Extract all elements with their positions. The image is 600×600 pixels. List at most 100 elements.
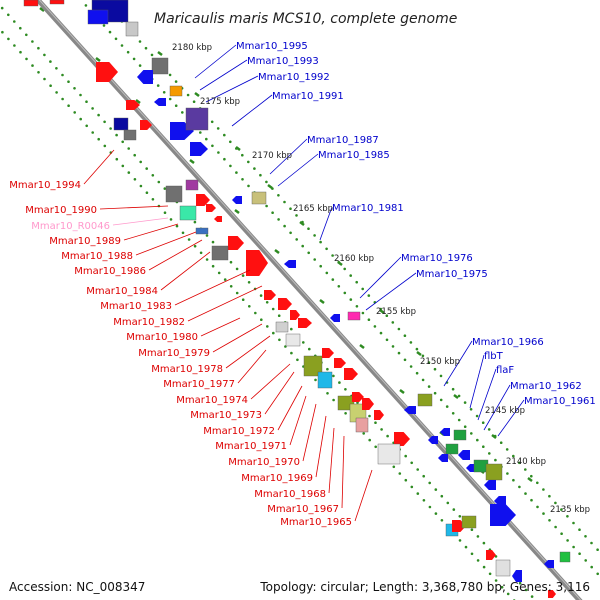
tick-dash [135,99,141,104]
reverse-gene-label[interactable]: Mmar10_1977 [163,379,235,390]
reverse-gene-label[interactable]: Mmar10_1978 [151,364,223,375]
label-connectors [83,44,525,522]
tick-dot [530,498,533,502]
reverse-gene-label[interactable]: Mmar10_1970 [228,457,300,468]
label-connector [205,75,259,103]
forward-gene-label[interactable]: Mmar10_1991 [272,91,344,102]
label-connector [135,231,197,256]
reverse-gene-label[interactable]: Mmar10_1972 [203,426,275,437]
tick-dot [343,291,347,295]
reverse-gene-label[interactable]: Mmar10_1973 [190,410,262,421]
reverse-gene-label[interactable]: Mmar10_1979 [138,348,210,359]
forward-gene-label[interactable]: Mmar10_1962 [510,381,582,392]
map-title: Maricaulis maris MCS10, complete genome [154,11,457,27]
tick-dot [440,519,444,522]
reverse-gene-label[interactable]: Mmar10_1983 [100,301,172,312]
reverse-gene-label[interactable]: Mmar10_1965 [280,517,352,528]
tick-dot [326,392,329,395]
label-connector [148,239,203,271]
reverse-gene-label[interactable]: Mmar10_1974 [176,395,248,406]
tick-dot [283,200,286,204]
tick-dot [121,140,124,144]
label-connector [160,251,211,291]
gene-feature [96,62,118,82]
reverse-gene-label[interactable]: Mmar10_R0046 [31,221,110,232]
tick-dash [235,146,241,151]
tick-dot [37,46,40,50]
reverse-gene-label[interactable]: Mmar10_1989 [49,236,121,247]
tick-dot [187,238,191,241]
forward-gene-label[interactable]: Mmar10_1995 [236,41,308,52]
reverse-gene-label[interactable]: Mmar10_1986 [74,266,146,277]
tick-dot [241,178,244,181]
reverse-gene-label[interactable]: Mmar10_1980 [126,332,198,343]
kbp-scale-label: 2150 kbp [420,357,460,367]
tick-dot [319,264,323,268]
tick-dot [518,485,521,489]
tick-dot [43,77,46,81]
tick-dot [560,532,563,535]
forward-gene-label[interactable]: Mmar10_1992 [258,72,330,83]
tick-dot [427,361,431,364]
gene-feature [453,429,467,441]
gene-feature [232,196,242,204]
reverse-gene-label[interactable]: Mmar10_1968 [254,489,326,500]
forward-gene-label[interactable]: Mmar10_1966 [472,337,544,348]
tick-dot [482,445,485,449]
label-connector [477,368,497,421]
forward-gene-label[interactable]: Mmar10_1985 [318,150,390,161]
label-connector [112,217,169,226]
gene-feature [317,371,333,389]
gene-feature [512,570,522,582]
reverse-gene-label[interactable]: Mmar10_1967 [267,504,339,515]
forward-gene-label[interactable]: Mmar10_1993 [247,56,319,67]
tick-dot [253,167,256,170]
reverse-gene-label[interactable]: Mmar10_1969 [241,473,313,484]
tick-dot [271,307,275,311]
reverse-gene-label[interactable]: Mmar10_1971 [215,441,287,452]
forward-gene-label[interactable]: Mmar10_1981 [332,203,404,214]
reverse-gene-label[interactable]: Mmar10_1990 [25,205,97,216]
forward-gene-label[interactable]: flbT [484,351,504,362]
gene-feature [394,432,410,446]
tick-dot [217,271,221,275]
forward-gene-label[interactable]: Mmar10_1961 [524,396,596,407]
reverse-gene-label[interactable]: Mmar10_1988 [61,251,133,262]
gene-feature [559,551,571,563]
tick-dot [445,405,449,408]
tick-dot [344,388,347,391]
tick-dot [91,107,94,110]
forward-gene-label[interactable]: Mmar10_1976 [401,253,473,264]
reverse-gene-label[interactable]: Mmar10_1982 [113,317,185,328]
label-connector [194,44,237,79]
tick-dot [548,519,551,522]
tick-dot [314,378,317,382]
tick-dash [399,389,405,394]
tick-dot [211,264,215,268]
tick-dot [156,84,160,87]
tick-dot [169,218,173,221]
gene-feature [165,185,183,203]
gene-features [23,0,571,598]
tick-dot [398,472,402,475]
tick-dot [397,327,401,331]
tick-dot [241,298,245,302]
tick-dot [277,314,281,318]
gene-feature [190,142,208,156]
tick-dot [145,167,148,170]
tick-dot [181,231,185,235]
tick-dot [548,494,551,498]
reverse-gene-label[interactable]: Mmar10_1994 [9,180,81,191]
tick-dot [290,327,293,331]
tick-dot [505,448,509,451]
tick-dot [439,398,443,402]
reverse-gene-label[interactable]: Mmar10_1984 [86,286,158,297]
forward-gene-label[interactable]: Mmar10_1987 [307,135,379,146]
gene-feature [126,100,140,110]
forward-gene-label[interactable]: flaF [496,365,514,376]
forward-gene-label[interactable]: Mmar10_1975 [416,269,488,280]
tick-dot [524,492,527,495]
tick-dot [229,285,233,288]
tick-dot [572,545,575,549]
tick-dot [144,46,148,50]
